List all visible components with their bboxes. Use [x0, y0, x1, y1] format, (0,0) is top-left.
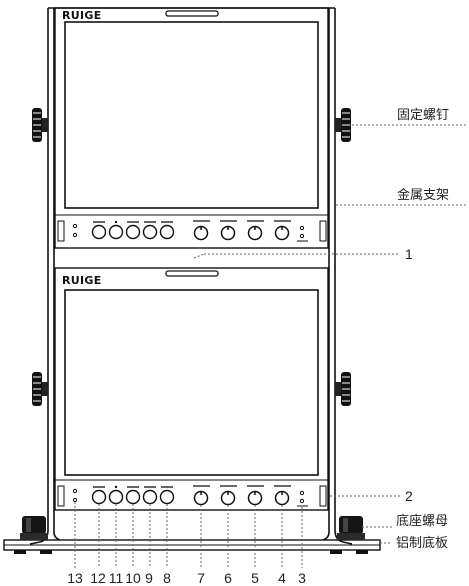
bottom-brand-logo: RUIGE: [62, 274, 102, 287]
callout-1: 1: [405, 246, 413, 262]
label-metal-bracket: 金属支架: [397, 187, 449, 203]
label-fixing-screw: 固定螺钉: [397, 108, 449, 123]
number-11: 11: [109, 570, 124, 586]
number-5: 5: [251, 570, 259, 586]
screw-bottom-left: [32, 372, 48, 406]
aluminum-base-plate: [3, 539, 381, 554]
number-7: 7: [197, 570, 205, 586]
label-base-nut: 底座螺母: [396, 513, 448, 529]
bottom-leaders: [74, 502, 303, 568]
screw-top-right: [335, 108, 351, 142]
screw-bottom-right: [335, 372, 351, 406]
bottom-knobs[interactable]: [193, 485, 291, 506]
bottom-control-panel: [57, 485, 327, 507]
top-control-panel: [57, 220, 327, 242]
label-aluminum-base: 铝制底板: [396, 535, 448, 551]
monitor-gap: [55, 247, 328, 269]
number-13: 13: [67, 570, 83, 586]
top-knobs[interactable]: [193, 220, 291, 241]
number-4: 4: [278, 570, 286, 586]
callouts: 固定螺钉 金属支架 1 2 底座螺母 铝制底板: [193, 108, 466, 551]
bottom-numbers: 13 12 11 10 9 8 7 6 5 4 3: [67, 570, 306, 586]
screw-top-left: [32, 108, 48, 142]
fixing-screws: [32, 108, 351, 406]
bottom-monitor: RUIGE: [54, 267, 329, 511]
number-6: 6: [224, 570, 232, 586]
callout-2: 2: [405, 488, 413, 504]
top-brand-logo: RUIGE: [62, 9, 102, 22]
number-9: 9: [145, 570, 153, 586]
bottom-round-buttons[interactable]: [91, 485, 175, 505]
top-round-buttons[interactable]: [91, 220, 175, 240]
number-3: 3: [298, 570, 306, 586]
number-8: 8: [163, 570, 171, 586]
base-nuts: [20, 516, 365, 540]
number-12: 12: [90, 570, 106, 586]
top-monitor: RUIGE: [54, 7, 329, 249]
number-10: 10: [125, 570, 141, 586]
